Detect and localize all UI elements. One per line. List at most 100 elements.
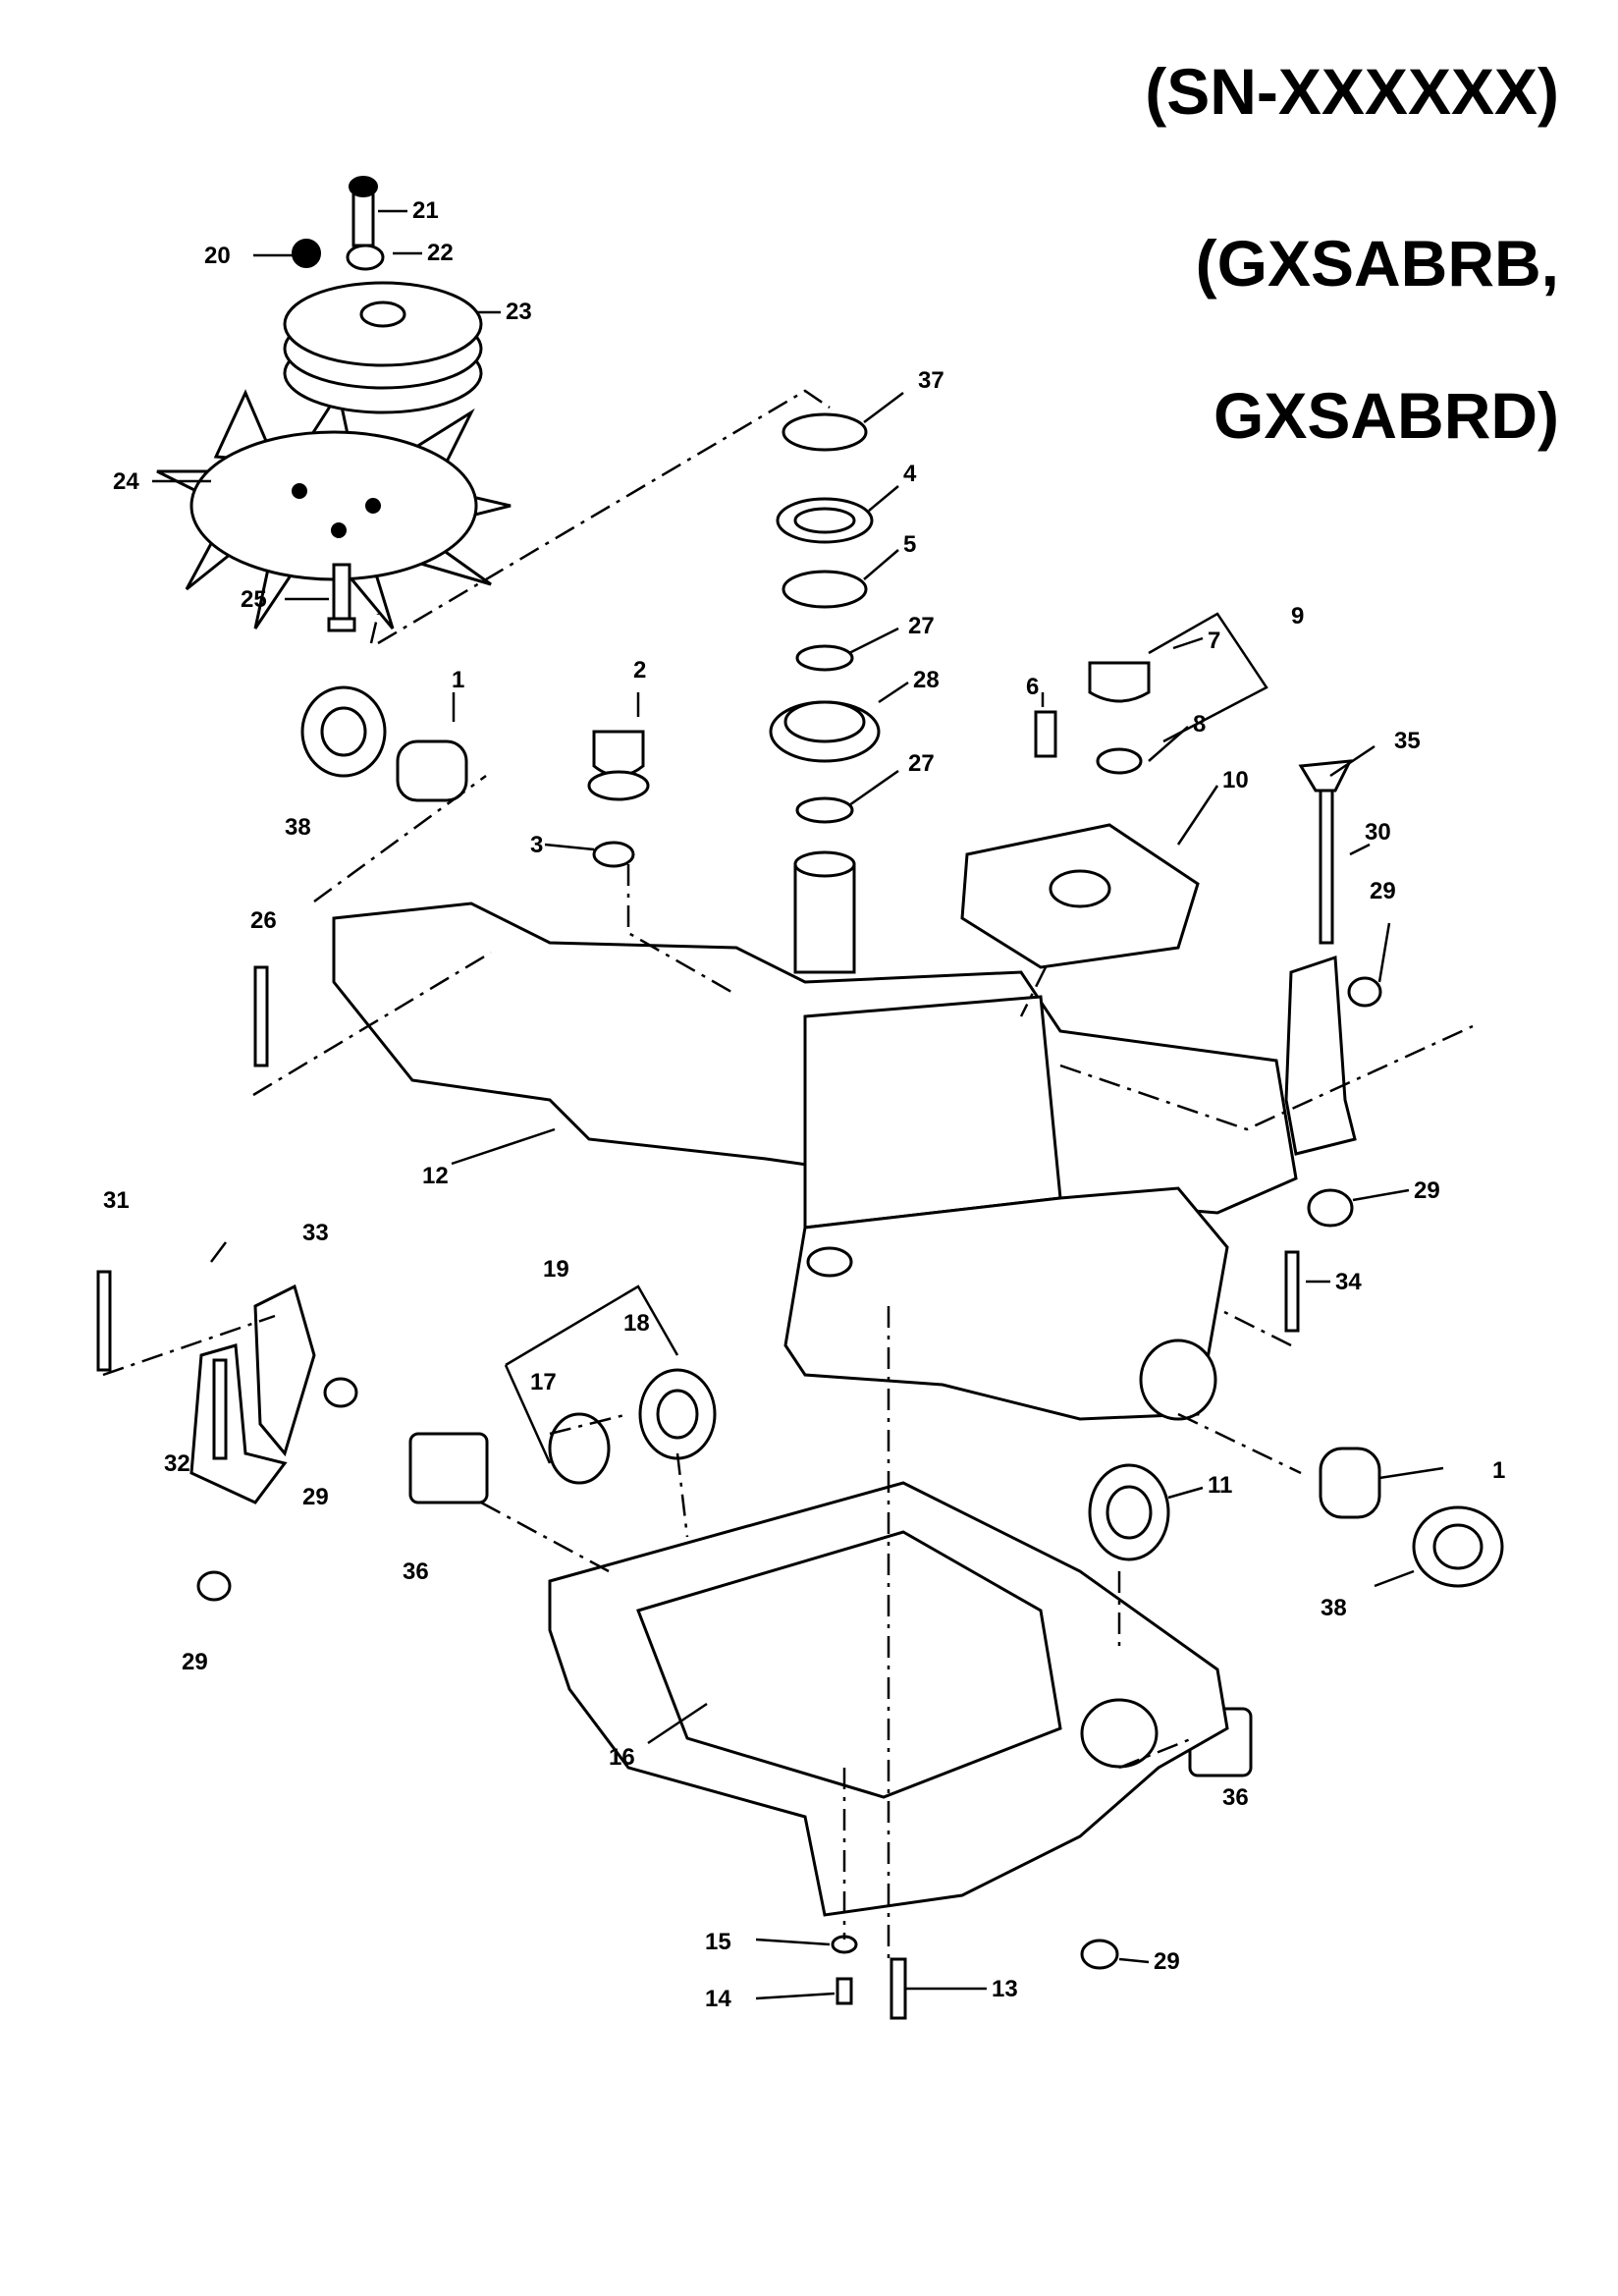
case-bore: [806, 1246, 853, 1278]
lower-axle-boss: [1080, 1698, 1159, 1769]
leader: [544, 843, 595, 851]
cover-plate-hole: [1049, 869, 1111, 908]
leader-lines: [102, 209, 1474, 2000]
callout-34: 34: [1335, 1269, 1362, 1295]
leader: [1352, 1188, 1410, 1202]
leader: [1118, 1957, 1150, 1964]
upper-housing: [332, 902, 1298, 1421]
leader: [868, 485, 899, 512]
axle-bushing: [1319, 1447, 1381, 1519]
thrust-washer: [795, 644, 854, 672]
axle-leader: [1177, 1412, 1302, 1475]
leader: [863, 549, 899, 580]
callout-18: 18: [623, 1310, 650, 1337]
callout-32: 32: [164, 1450, 190, 1477]
callout-16: 16: [609, 1744, 635, 1771]
breather-base: [587, 770, 650, 801]
bushing-leader: [313, 774, 487, 903]
mounting-bracket: [1284, 955, 1357, 1156]
group-bracket-19: [504, 1364, 552, 1464]
callout-12: 12: [422, 1163, 449, 1189]
callout-29: 29: [182, 1649, 208, 1675]
callout-36: 36: [1222, 1784, 1249, 1811]
callout-labels: 1 1 2 3 4 5 6 7 8 9 10 11 12 13 14 15 16…: [103, 197, 1505, 2012]
callout-29: 29: [1154, 1948, 1180, 1975]
bolt: [1284, 1250, 1300, 1333]
bolt: [212, 1358, 228, 1460]
callout-7: 7: [1208, 628, 1220, 654]
callout-26: 26: [250, 907, 277, 934]
fan-hole: [365, 498, 381, 514]
callout-29: 29: [1370, 878, 1396, 904]
leader: [755, 1938, 831, 1946]
mount-leader: [480, 1501, 610, 1573]
callout-37: 37: [918, 367, 944, 394]
leader: [210, 1241, 227, 1263]
callout-2: 2: [633, 657, 646, 683]
hex-nut: [196, 1570, 232, 1602]
leader: [1378, 1466, 1444, 1480]
leader: [848, 627, 899, 655]
callout-22: 22: [427, 240, 454, 266]
upper-case-lower: [783, 1186, 1229, 1421]
group-bracket-19: [505, 1285, 679, 1367]
callout-19: 19: [543, 1256, 569, 1283]
axle-seal-inner: [1106, 1485, 1153, 1540]
callout-9: 9: [1291, 603, 1304, 629]
leader: [1167, 1486, 1204, 1500]
callout-20: 20: [204, 243, 231, 269]
pulley-bore: [359, 301, 406, 328]
drain-plug: [836, 1977, 853, 2005]
plug: [548, 1412, 611, 1485]
leader: [1329, 744, 1375, 778]
bracket-bolt: [1319, 784, 1334, 945]
callout-27: 27: [908, 750, 935, 777]
callout-6: 6: [1026, 674, 1039, 700]
callout-4: 4: [903, 461, 917, 487]
fan-bolt-head: [327, 617, 356, 632]
shaft-seal-inner: [793, 507, 856, 534]
leader: [848, 769, 899, 807]
rubber-mount: [408, 1432, 489, 1504]
snap-ring: [782, 412, 868, 452]
fan-hole: [331, 522, 347, 538]
group-bracket-9: [1148, 612, 1268, 743]
leader: [863, 392, 904, 423]
ball-bearing-race: [783, 700, 866, 743]
callout-5: 5: [903, 531, 916, 558]
bolt-head: [349, 176, 378, 197]
callout-21: 21: [412, 197, 439, 224]
callout-33: 33: [302, 1220, 329, 1246]
callout-35: 35: [1394, 728, 1421, 754]
bolt: [253, 965, 269, 1067]
hex-nut: [1347, 976, 1382, 1008]
bracket-bolt-head: [1298, 759, 1353, 793]
hex-nut: [1080, 1939, 1119, 1970]
leader: [878, 681, 909, 704]
fan-pulley-group: [156, 176, 512, 632]
upper-case-gearbox: [803, 995, 1062, 1230]
callout-30: 30: [1365, 819, 1391, 846]
oil-seal-inner: [656, 1389, 699, 1440]
callout-38: 38: [285, 814, 311, 841]
seal-leader: [675, 1452, 689, 1538]
callout-36: 36: [403, 1558, 429, 1585]
axle-boss: [1139, 1339, 1217, 1421]
input-shaft-top: [793, 850, 856, 878]
callout-29: 29: [1414, 1177, 1440, 1204]
callout-23: 23: [506, 299, 532, 325]
small-parts: [96, 661, 1504, 2020]
input-shaft-stack: [769, 412, 881, 974]
callout-14: 14: [705, 1986, 731, 2012]
callout-15: 15: [705, 1929, 731, 1955]
plug-leader: [549, 1412, 629, 1436]
pulley-washer: [346, 244, 385, 271]
cover-leader: [1019, 966, 1048, 1017]
pulley-leader: [377, 389, 831, 645]
axle-bushing: [396, 739, 468, 802]
callout-31: 31: [103, 1187, 130, 1214]
fan-hub: [189, 430, 478, 581]
callout-3: 3: [530, 832, 543, 858]
callout-10: 10: [1222, 767, 1249, 793]
callout-17: 17: [530, 1369, 557, 1395]
